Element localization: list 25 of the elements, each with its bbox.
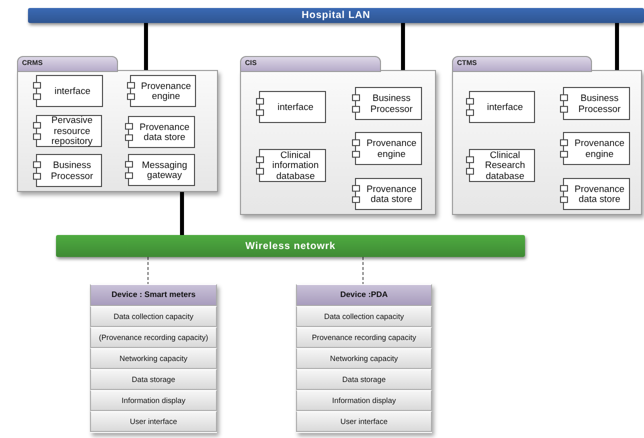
component-box: interface bbox=[469, 91, 535, 123]
dashed-connector bbox=[362, 256, 364, 284]
component-box: Provenance engine bbox=[563, 132, 630, 165]
component-box: Provenance engine bbox=[130, 75, 196, 107]
component-box: Provenance data store bbox=[128, 116, 195, 148]
network-bar: Hospital LAN bbox=[28, 8, 644, 23]
component-box: interface bbox=[36, 75, 103, 107]
device-header: Device : Smart meters bbox=[90, 284, 217, 306]
component-box: Clinical Research database bbox=[469, 149, 535, 182]
component-box: Business Processor bbox=[355, 87, 422, 120]
component-box: Provenance data store bbox=[563, 178, 630, 210]
component-box: interface bbox=[259, 91, 326, 123]
connector-line bbox=[144, 23, 148, 70]
connector-line bbox=[180, 192, 184, 235]
component-box: Clinical information database bbox=[259, 149, 326, 182]
component-box: Pervasive resource repository bbox=[36, 115, 102, 147]
component-box: Business Processor bbox=[36, 154, 102, 187]
network-bar: Wireless netowrk bbox=[56, 235, 525, 257]
connector-line bbox=[615, 23, 619, 70]
device-header: Device :PDA bbox=[296, 284, 432, 306]
component-box: Business Processor bbox=[563, 87, 630, 120]
connector-line bbox=[401, 23, 405, 70]
component-box: Messaging gateway bbox=[128, 154, 195, 186]
component-box: Provenance data store bbox=[355, 178, 422, 210]
component-box: Provenance engine bbox=[355, 132, 422, 165]
